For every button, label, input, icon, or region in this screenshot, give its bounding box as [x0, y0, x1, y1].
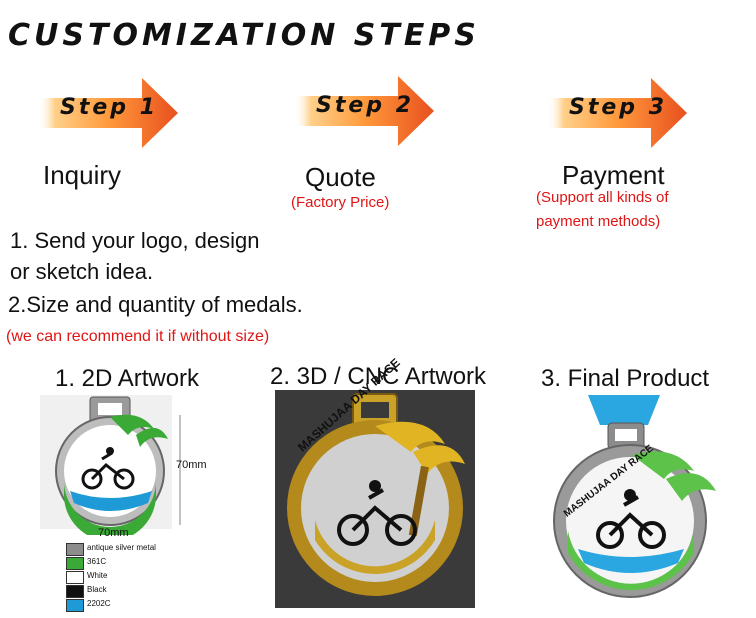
- medal-3d-render: [287, 393, 465, 596]
- step-3-label: Step 3: [569, 95, 667, 120]
- step-2-label: Step 2: [316, 93, 414, 118]
- section-final-product: 3. Final Product: [541, 365, 710, 392]
- step-2-name: Quote: [305, 162, 376, 192]
- color-swatch: [66, 585, 84, 598]
- step-1-arrow: Step 1: [34, 74, 212, 152]
- legend-label: White: [87, 571, 108, 580]
- step-1-name: Inquiry: [43, 160, 122, 190]
- legend-label: 2202C: [87, 599, 111, 608]
- inquiry-line-3: 2.Size and quantity of medals.: [8, 292, 303, 317]
- step-2-arrow: Step 2: [290, 72, 468, 150]
- legend-label: antique silver metal: [87, 543, 156, 552]
- artwork-3d-panel: MASHUJAA DAY RACE: [275, 356, 475, 608]
- step-3-name: Payment: [562, 160, 665, 190]
- color-swatch: [66, 543, 84, 556]
- inquiry-line-1: 1. Send your logo, design: [10, 228, 260, 253]
- section-3d-artwork: 2. 3D / CNC Artwork: [270, 363, 487, 390]
- height-dimension: 70mm: [176, 459, 207, 471]
- final-product-panel: MASHUJAA DAY RACE: [548, 393, 728, 613]
- color-swatch: [66, 599, 84, 612]
- arrow-icon: [38, 78, 178, 148]
- step-3-note-line1: (Support all kinds of: [536, 189, 669, 206]
- color-swatch: [66, 557, 84, 570]
- legend-label: 361C: [87, 557, 107, 566]
- medal-2d-drawing: [40, 395, 181, 535]
- arrow-icon: [547, 78, 687, 148]
- section-2d-artwork: 1. 2D Artwork: [55, 365, 200, 392]
- inquiry-line-2: or sketch idea.: [10, 259, 154, 284]
- artwork-2d-panel: 70mm 70mm: [40, 395, 250, 610]
- arrow-icon: [294, 76, 434, 146]
- color-swatch: [66, 571, 84, 584]
- inquiry-note: (we can recommend it if without size): [6, 328, 270, 345]
- step-1-label: Step 1: [60, 95, 158, 120]
- step-3-note-line2: payment methods): [536, 213, 661, 230]
- legend-label: Black: [87, 585, 107, 594]
- page-title: CUSTOMIZATION STEPS: [8, 18, 480, 53]
- step-2-note: (Factory Price): [291, 194, 390, 211]
- step-3-arrow: Step 3: [543, 74, 721, 152]
- width-dimension: 70mm: [98, 527, 129, 539]
- medal-photo: [553, 395, 716, 598]
